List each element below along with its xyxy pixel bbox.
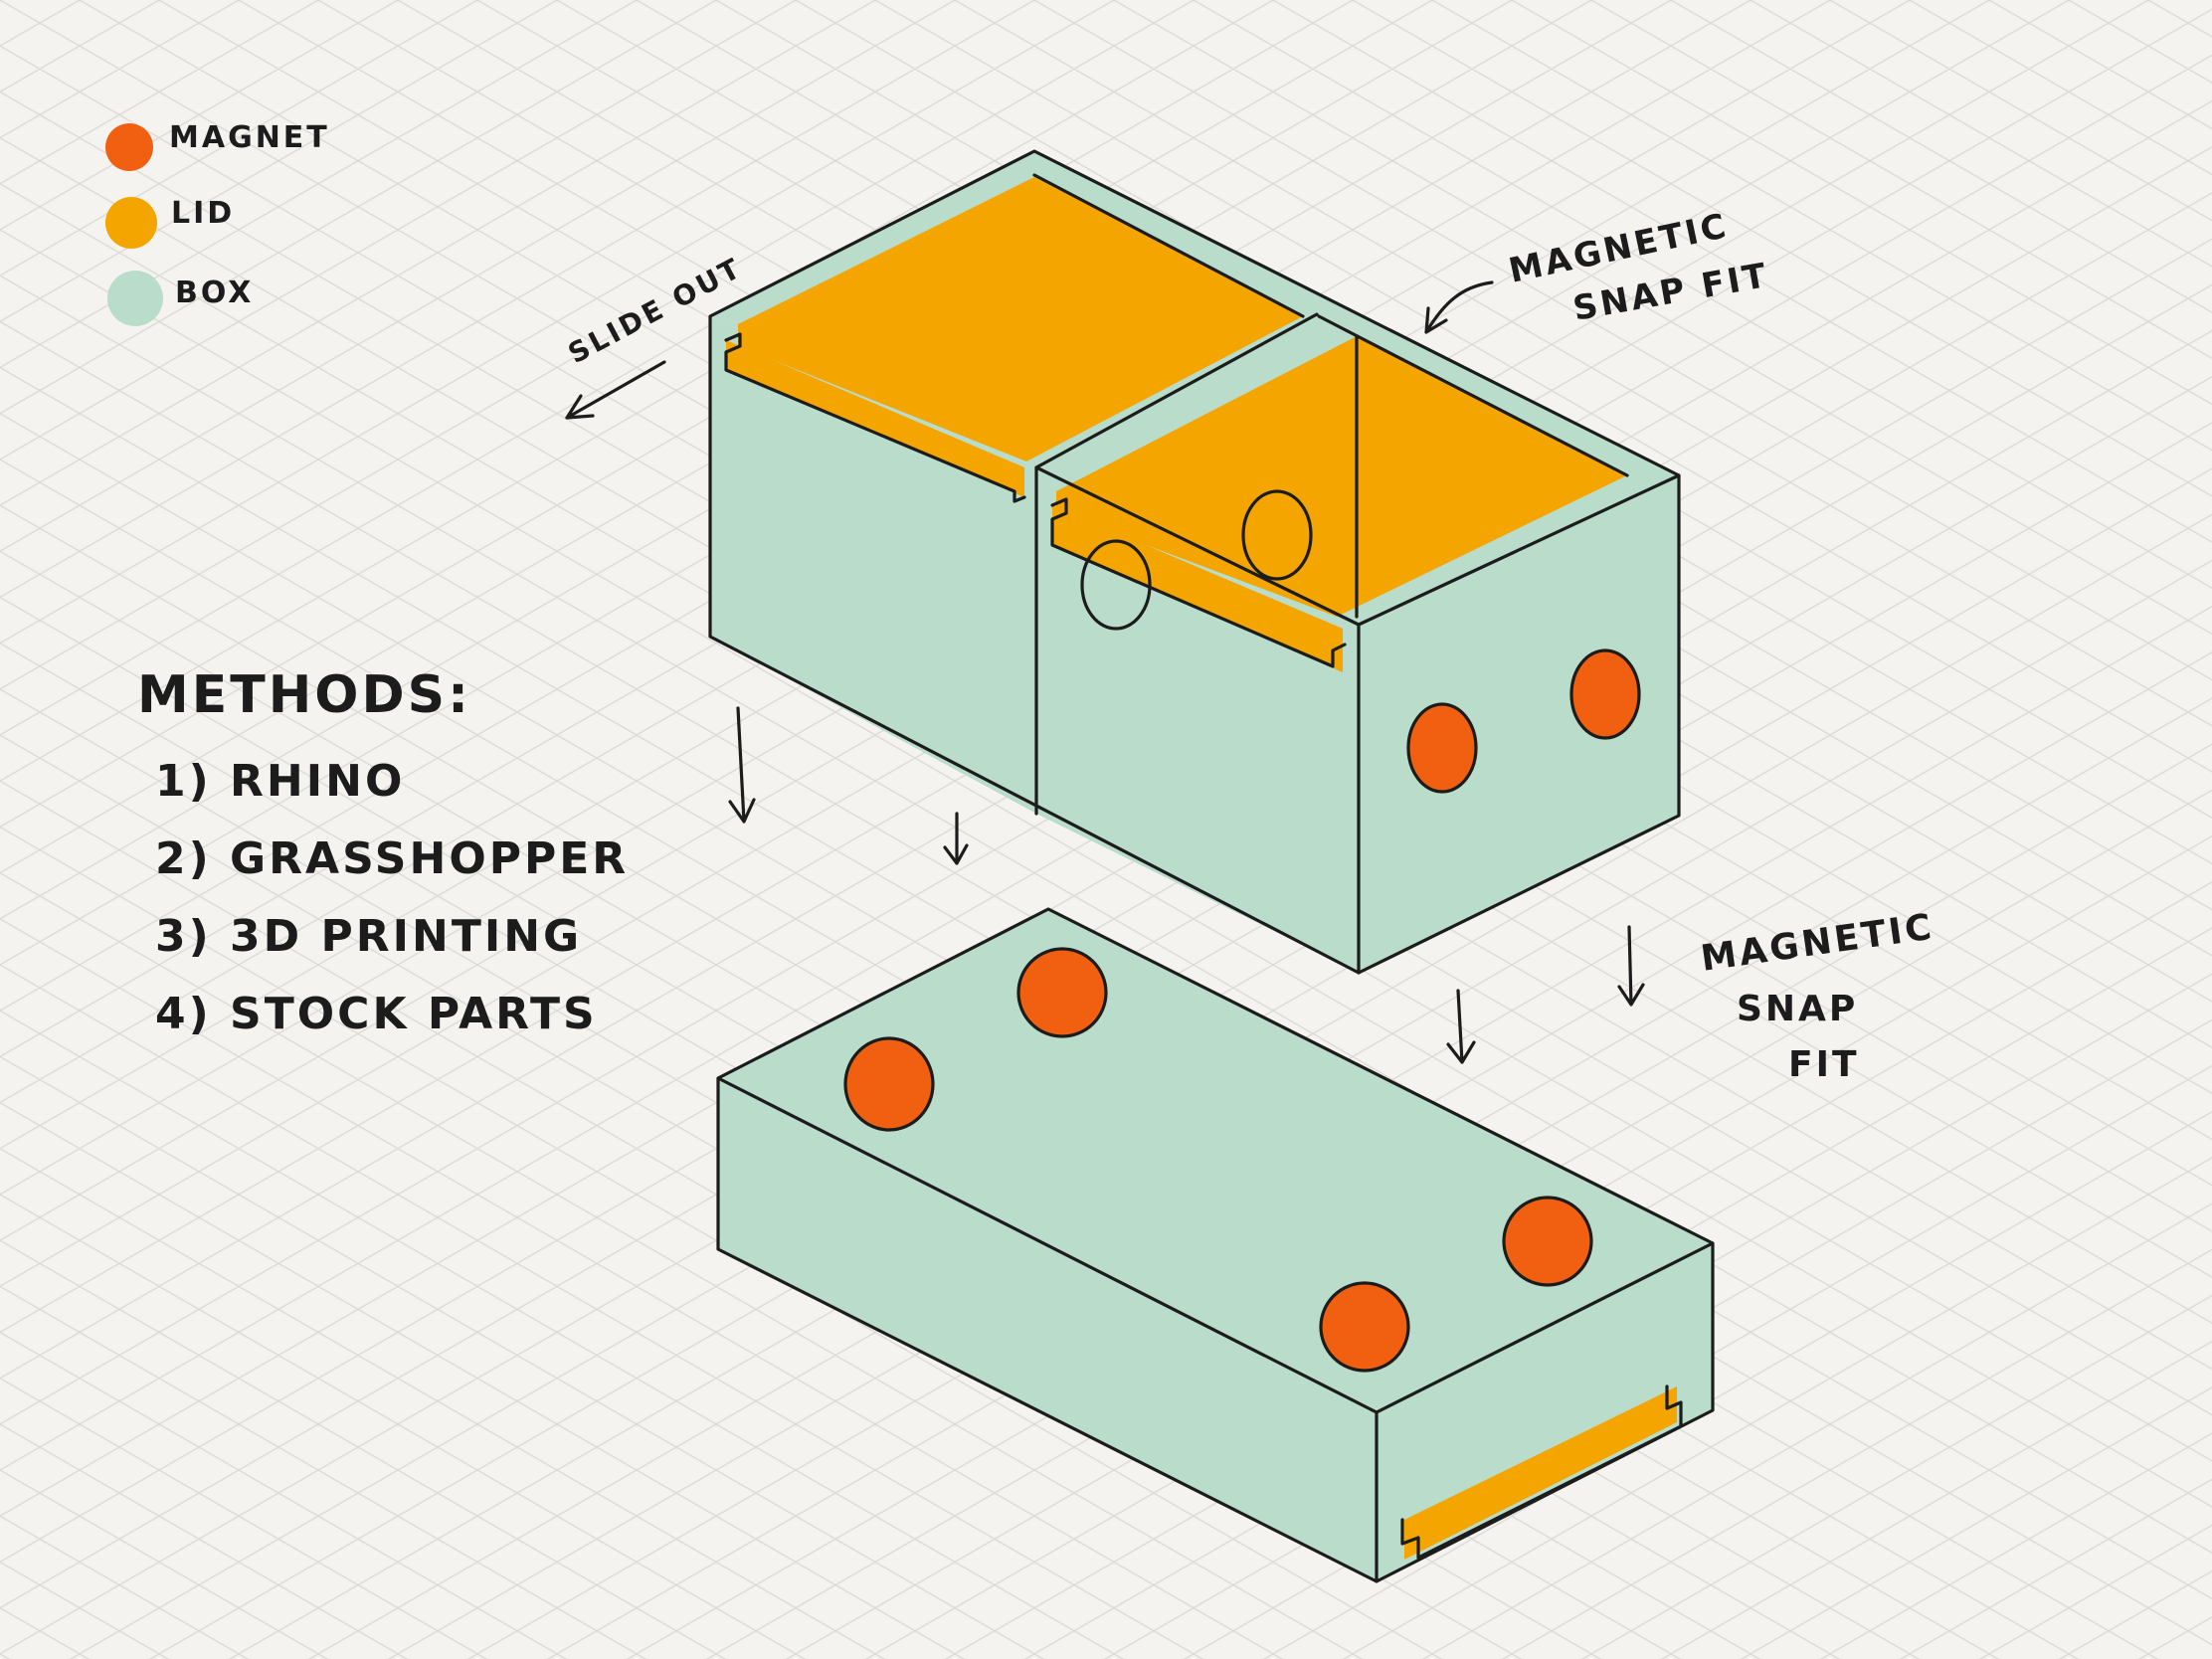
left-rail-slot	[724, 332, 1026, 503]
legend-swatch-box	[107, 271, 163, 326]
methods-list: METHODS: 1) RHINO 2) GRASSHOPPER 3) 3D P…	[137, 665, 629, 1039]
method-item: 3) 3D PRINTING	[155, 911, 582, 962]
base-lid-slot	[1404, 1386, 1677, 1560]
magnet	[845, 1038, 933, 1130]
magnet-outline	[1569, 648, 1641, 740]
magnet-hole-outline	[1080, 539, 1152, 631]
magnet-hole-outline	[1241, 489, 1313, 581]
left-lid	[738, 177, 1303, 461]
legend-label-magnet: MAGNET	[169, 120, 330, 155]
top-boxes-edges	[1032, 173, 1681, 975]
magnet	[1018, 949, 1106, 1036]
magnet-outline	[1406, 702, 1478, 794]
method-item: 2) GRASSHOPPER	[155, 833, 629, 884]
right-box-front-face	[1359, 475, 1679, 973]
slide-out-arrow	[565, 360, 666, 420]
legend: MAGNET LID BOX	[105, 120, 330, 326]
down-arrow	[728, 706, 756, 824]
magnet-outline	[1016, 947, 1108, 1038]
down-arrow	[943, 812, 969, 865]
base-plate-outline	[716, 907, 1715, 1583]
down-arrow	[1446, 989, 1476, 1064]
arrows	[565, 280, 1645, 1064]
base-plate-left-face	[718, 1078, 1377, 1581]
down-arrow	[1617, 925, 1645, 1007]
magnet-outline	[843, 1036, 935, 1132]
left-lid-rail	[726, 340, 1024, 497]
method-item: 4) STOCK PARTS	[155, 989, 598, 1039]
top-boxes-outline	[708, 149, 1681, 975]
base-plate	[716, 907, 1715, 1583]
top-boxes	[708, 149, 1681, 975]
magnet	[1408, 704, 1476, 792]
magnet	[1321, 1283, 1408, 1371]
right-snap-fit-label-line3: FIT	[1788, 1044, 1860, 1085]
legend-swatch-magnet	[105, 123, 153, 171]
magnet	[1504, 1198, 1591, 1285]
method-item: 1) RHINO	[155, 756, 405, 807]
right-lid-rail	[1052, 505, 1343, 672]
magnet-outline	[1502, 1196, 1593, 1287]
magnet	[1571, 650, 1639, 738]
base-plate-top-face	[718, 909, 1713, 1412]
magnet-outline	[1319, 1281, 1410, 1373]
snap-fit-pointer-arrow	[1424, 280, 1494, 334]
right-rail-slot	[1050, 497, 1347, 668]
right-snap-fit-label-line2: SNAP	[1737, 989, 1858, 1029]
base-lid-slot-outline	[1400, 1384, 1683, 1560]
legend-label-lid: LID	[171, 196, 235, 231]
legend-swatch-lid	[105, 197, 157, 249]
legend-label-box: BOX	[175, 276, 254, 310]
methods-title: METHODS:	[137, 665, 471, 725]
